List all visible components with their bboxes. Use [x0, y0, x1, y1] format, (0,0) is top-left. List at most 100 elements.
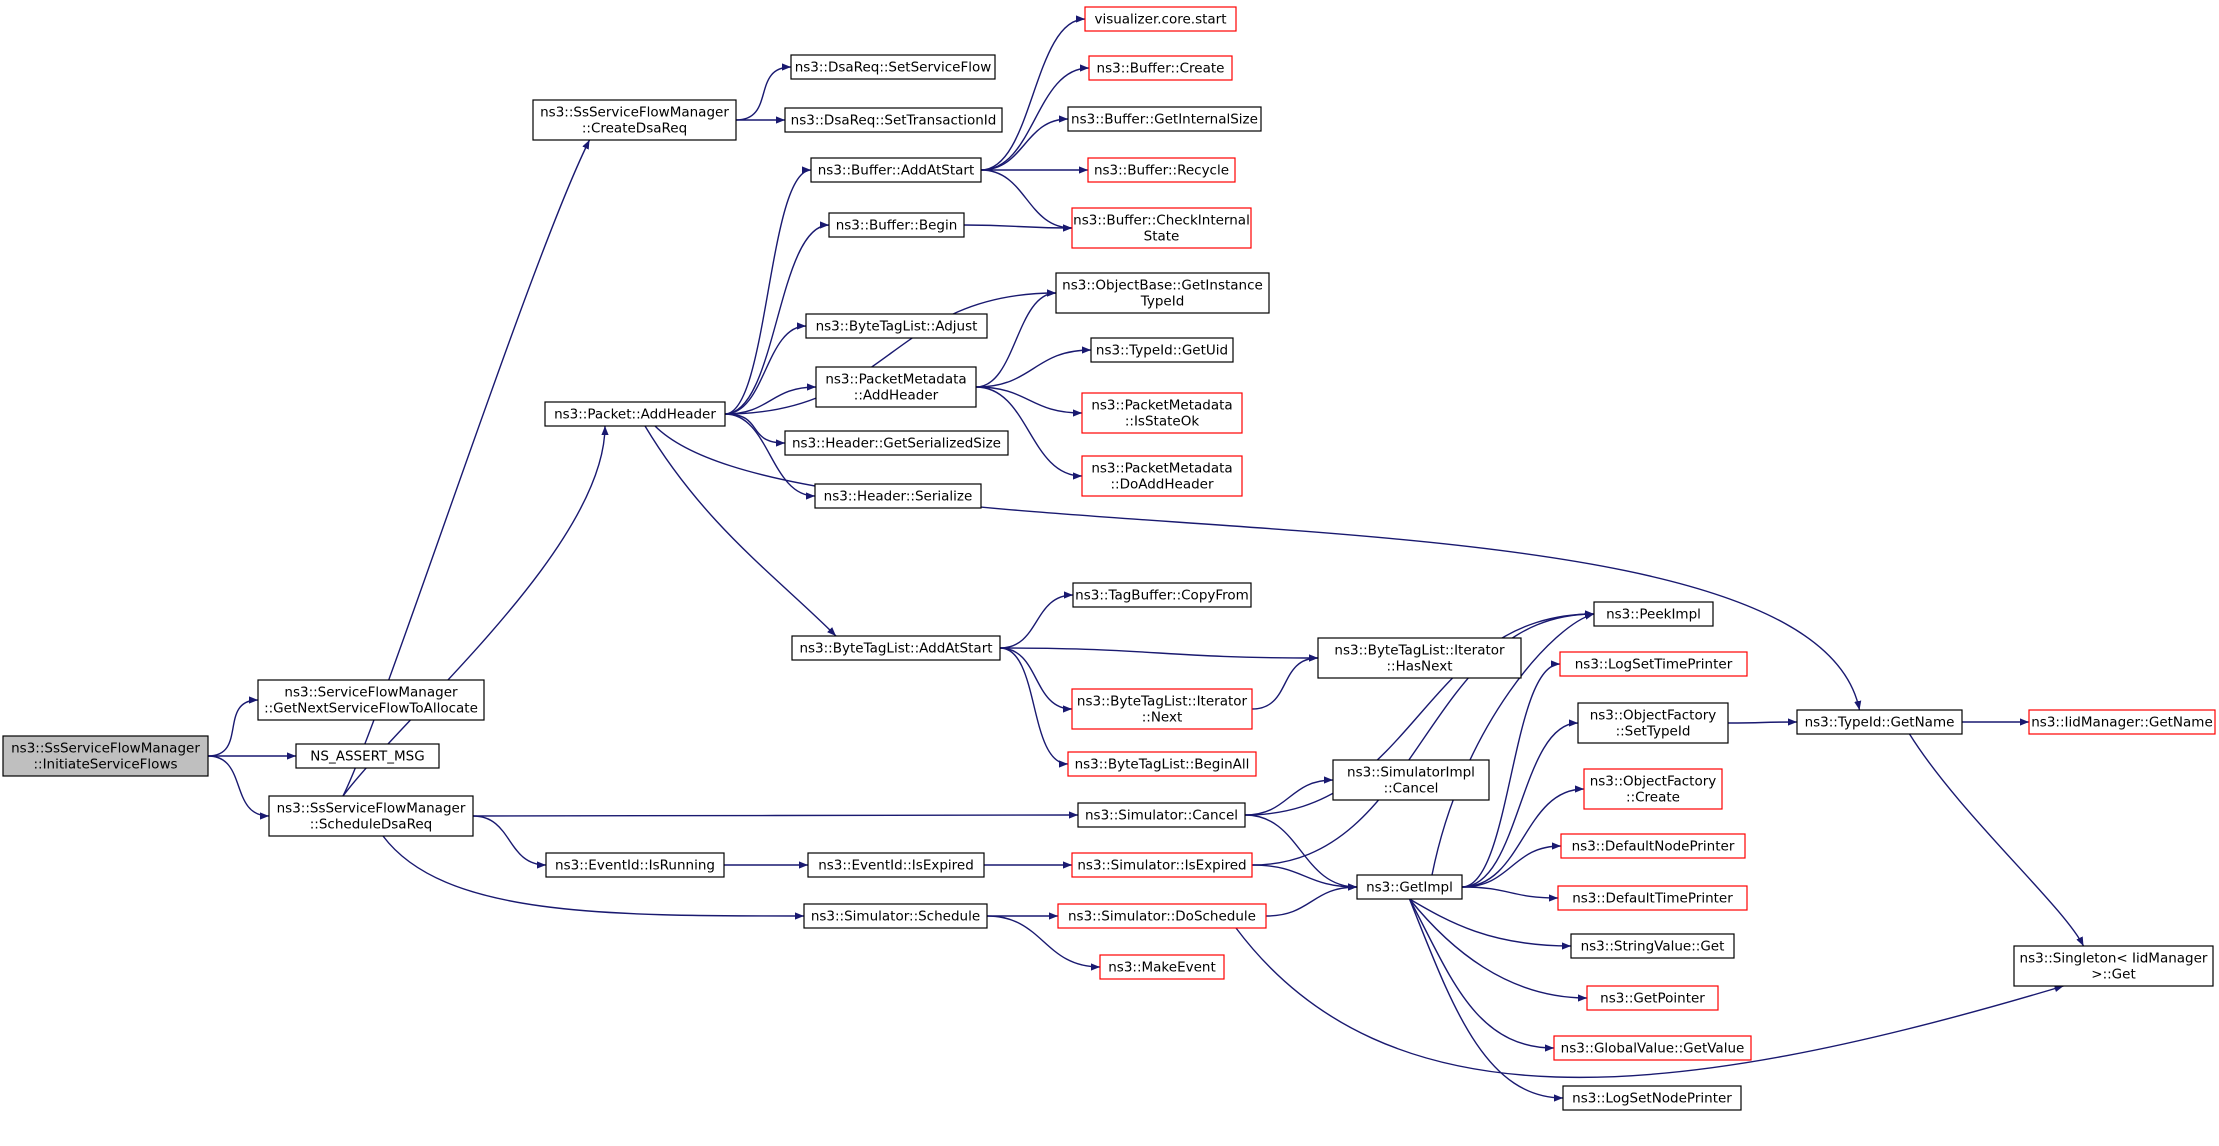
node-beginall[interactable]: ns3::ByteTagList::BeginAll — [1067, 751, 1257, 777]
edge-cancel-to-peekimpl — [1244, 610, 1595, 816]
node-label: ::Create — [1626, 790, 1680, 806]
node-tagcopy[interactable]: ns3::TagBuffer::CopyFrom — [1072, 582, 1252, 608]
edge-line — [999, 591, 1074, 649]
node-isrunning[interactable]: ns3::EventId::IsRunning — [545, 852, 725, 878]
node-bufinternal[interactable]: ns3::Buffer::GetInternalSize — [1067, 106, 1262, 132]
edge-line — [1244, 610, 1595, 816]
node-singleton[interactable]: ns3::Singleton< IidManager>::Get — [2013, 945, 2214, 987]
node-vis[interactable]: visualizer.core.start — [1084, 6, 1237, 32]
node-gvget[interactable]: ns3::GlobalValue::GetValue — [1553, 1035, 1752, 1061]
node-cancel[interactable]: ns3::Simulator::Cancel — [1077, 802, 1246, 828]
node-box — [1081, 392, 1243, 434]
node-box — [1067, 106, 1262, 132]
node-label: ::SetTypeId — [1616, 724, 1691, 740]
node-peekimpl[interactable]: ns3::PeekImpl — [1593, 601, 1714, 627]
node-schedule[interactable]: ns3::SsServiceFlowManager::ScheduleDsaRe… — [268, 795, 474, 837]
node-dosched[interactable]: ns3::Simulator::DoSchedule — [1057, 903, 1267, 929]
node-box — [268, 795, 474, 837]
node-bufcreate[interactable]: ns3::Buffer::Create — [1088, 55, 1233, 81]
node-bufrecycle[interactable]: ns3::Buffer::Recycle — [1087, 157, 1236, 183]
node-makeevent[interactable]: ns3::MakeEvent — [1099, 954, 1225, 980]
node-ofsettype[interactable]: ns3::ObjectFactory::SetTypeId — [1577, 702, 1729, 744]
edge-line — [724, 322, 807, 415]
node-pmadd[interactable]: ns3::PacketMetadata::AddHeader — [815, 366, 977, 408]
node-getnext[interactable]: ns3::ServiceFlowManager::GetNextServiceF… — [257, 679, 485, 721]
node-label: ns3::Header::GetSerializedSize — [792, 436, 1001, 452]
edge-line — [980, 115, 1069, 171]
node-itnext[interactable]: ns3::ByteTagList::Iterator::Next — [1071, 688, 1253, 730]
node-label: ns3::Simulator::DoSchedule — [1068, 909, 1256, 925]
edge-getimpl-to-getptr — [1408, 898, 1588, 1002]
edge-schedule-to-createdsa — [342, 139, 591, 797]
nodes-layer: ns3::SsServiceFlowManager::InitiateServi… — [2, 6, 2216, 1111]
edge-schedule-to-simschedule — [382, 835, 805, 920]
node-ofcreate[interactable]: ns3::ObjectFactory::Create — [1583, 768, 1723, 810]
node-hdrser[interactable]: ns3::Header::Serialize — [814, 483, 982, 509]
edge-pmadd-to-getuid — [975, 346, 1092, 388]
node-hasnext[interactable]: ns3::ByteTagList::Iterator::HasNext — [1317, 637, 1522, 679]
edge-line — [999, 647, 1319, 662]
node-box — [1796, 709, 1963, 735]
node-createdsa[interactable]: ns3::SsServiceFlowManager::CreateDsaReq — [532, 99, 737, 141]
node-box — [1356, 874, 1463, 900]
node-deftime[interactable]: ns3::DefaultTimePrinter — [1557, 885, 1748, 911]
node-lognode[interactable]: ns3::LogSetNodePrinter — [1562, 1085, 1742, 1111]
node-label: ::AddHeader — [854, 388, 939, 404]
node-box — [784, 107, 1003, 133]
edge-line — [472, 811, 1079, 819]
node-getimpl[interactable]: ns3::GetImpl — [1356, 874, 1463, 900]
edge-getname-to-singleton — [1908, 733, 2085, 947]
node-bufadd[interactable]: ns3::Buffer::AddAtStart — [810, 157, 982, 183]
node-btladjust[interactable]: ns3::ByteTagList::Adjust — [805, 313, 988, 339]
node-box — [1570, 933, 1735, 959]
node-isstateok[interactable]: ns3::PacketMetadata::IsStateOk — [1081, 392, 1243, 434]
node-defnode[interactable]: ns3::DefaultNodePrinter — [1560, 833, 1746, 859]
node-logtime[interactable]: ns3::LogSetTimePrinter — [1559, 651, 1748, 677]
node-getptr[interactable]: ns3::GetPointer — [1586, 985, 1719, 1011]
edge-btladd-to-tagcopy — [999, 591, 1074, 649]
node-hdrsize[interactable]: ns3::Header::GetSerializedSize — [784, 430, 1009, 456]
edge-addheader-to-bufadd — [724, 166, 812, 415]
edge-line — [1461, 785, 1585, 888]
node-btladd[interactable]: ns3::ByteTagList::AddAtStart — [791, 635, 1001, 661]
node-label: ns3::ByteTagList::Iterator — [1334, 643, 1505, 659]
node-box — [1071, 852, 1253, 878]
node-simschedule[interactable]: ns3::Simulator::Schedule — [803, 903, 988, 929]
node-bufbegin[interactable]: ns3::Buffer::Begin — [828, 212, 965, 238]
node-iidname[interactable]: ns3::IidManager::GetName — [2028, 709, 2216, 735]
edge-addheader-to-btladd — [644, 425, 837, 637]
node-addheader[interactable]: ns3::Packet::AddHeader — [544, 401, 726, 427]
node-box — [1084, 6, 1237, 32]
edge-getimpl-to-peekimpl — [1431, 612, 1595, 876]
edge-getimpl-to-strget — [1409, 898, 1572, 950]
node-simimplcancel[interactable]: ns3::SimulatorImpl::Cancel — [1332, 759, 1490, 801]
edge-getimpl-to-logtime — [1461, 660, 1561, 888]
node-label: >::Get — [2091, 967, 2135, 983]
node-box — [790, 54, 996, 80]
node-label: ns3::Buffer::GetInternalSize — [1071, 112, 1258, 128]
node-doaddhdr[interactable]: ns3::PacketMetadata::DoAddHeader — [1081, 455, 1243, 497]
node-box — [1071, 688, 1253, 730]
edge-dosched-to-singleton — [1235, 927, 2064, 1079]
node-box — [1583, 768, 1723, 810]
node-getname[interactable]: ns3::TypeId::GetName — [1796, 709, 1963, 735]
node-assert[interactable]: NS_ASSERT_MSG — [295, 743, 440, 769]
node-settid[interactable]: ns3::DsaReq::SetTransactionId — [784, 107, 1003, 133]
edge-itnext-to-hasnext — [1251, 654, 1319, 710]
edge-btladd-to-itnext — [999, 647, 1073, 713]
edge-line — [975, 289, 1057, 388]
node-label: ns3::StringValue::Get — [1581, 939, 1725, 955]
node-eidexpired[interactable]: ns3::EventId::IsExpired — [807, 852, 985, 878]
node-getuid[interactable]: ns3::TypeId::GetUid — [1090, 337, 1234, 363]
node-setsf[interactable]: ns3::DsaReq::SetServiceFlow — [790, 54, 996, 80]
edge-line — [1727, 718, 1798, 726]
node-box — [1577, 702, 1729, 744]
node-label: TypeId — [1140, 294, 1185, 310]
node-label: ns3::ByteTagList::Iterator — [1077, 694, 1248, 710]
node-strget[interactable]: ns3::StringValue::Get — [1570, 933, 1735, 959]
edge-bufadd-to-vis — [980, 15, 1086, 171]
edge-line — [963, 224, 1073, 232]
node-simexpired[interactable]: ns3::Simulator::IsExpired — [1071, 852, 1253, 878]
